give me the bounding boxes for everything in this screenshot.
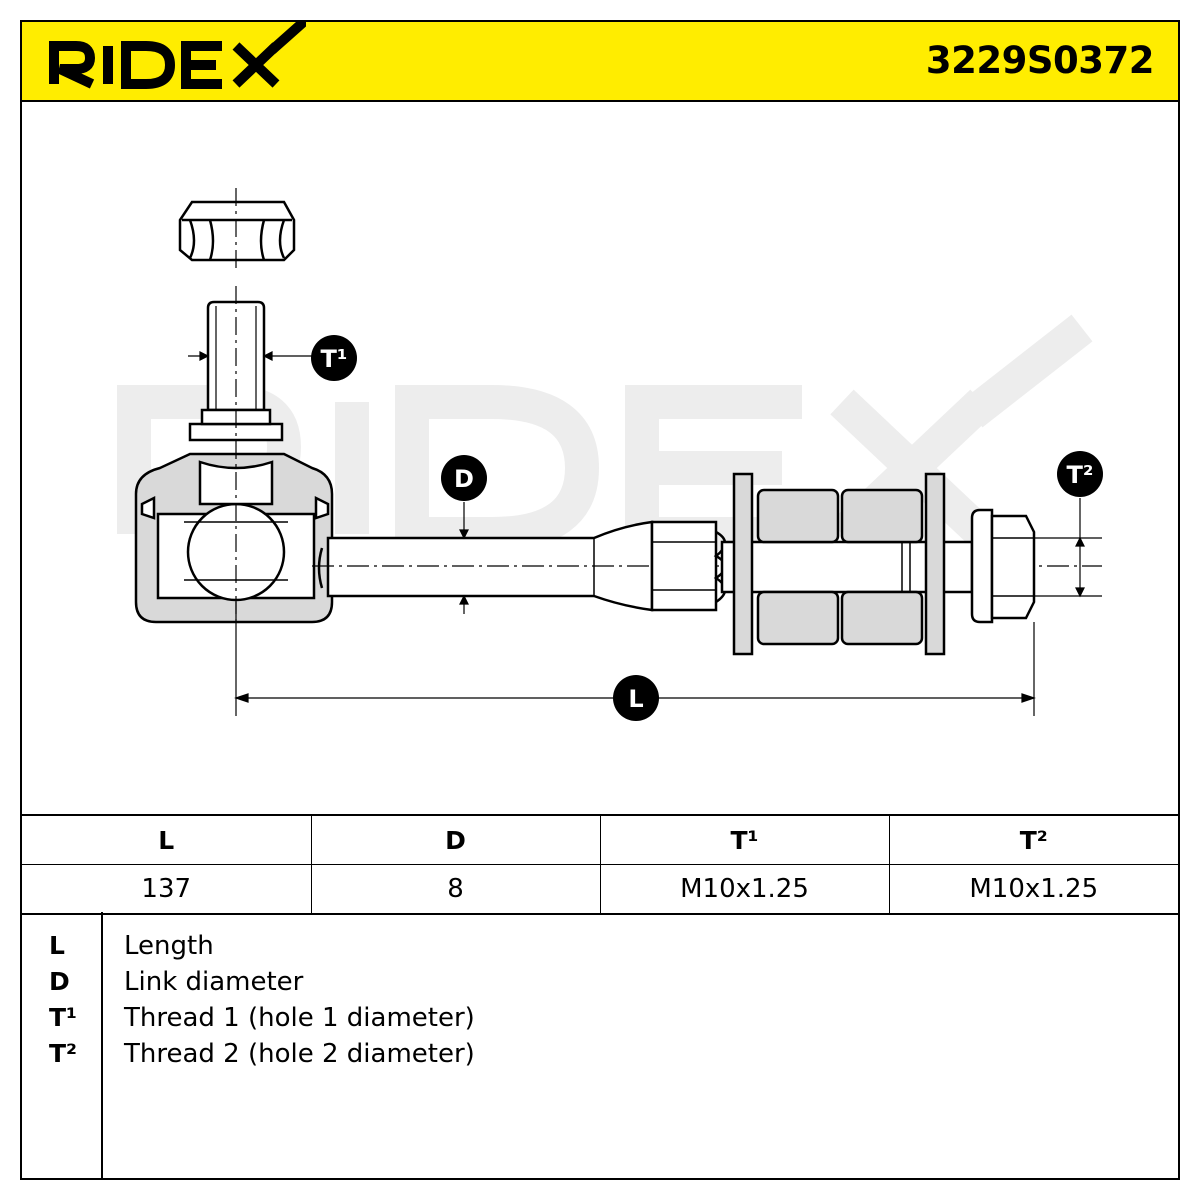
callout-d-label: D [454, 465, 474, 493]
callout-t1: T¹ [311, 335, 357, 381]
specs-value-cell: 8 [310, 864, 601, 915]
specs-value-row: 137 8 M10x1.25 M10x1.25 [22, 864, 1178, 915]
specs-header-cell: L [22, 814, 312, 865]
legend: L Length D Link diameter T¹ Thread 1 (ho… [22, 912, 1178, 1178]
legend-symbol: T² [49, 1039, 78, 1068]
specs-value-cell: 137 [22, 864, 312, 915]
specs-value-cell: M10x1.25 [599, 864, 890, 915]
rod-hex [650, 520, 727, 612]
document-frame: 3229S0372 [20, 20, 1180, 1180]
ridex-logo [49, 22, 306, 89]
ball-joint-housing [134, 452, 334, 624]
part-number: 3229S0372 [925, 39, 1155, 82]
callout-l-label: L [628, 685, 643, 713]
specs-header-cell: D [310, 814, 601, 865]
callout-l: L [613, 675, 659, 721]
bushings [732, 472, 946, 656]
specs-value-cell: M10x1.25 [888, 864, 1178, 915]
callout-d: D [441, 455, 487, 501]
legend-symbol: D [49, 967, 70, 996]
legend-description: Thread 2 (hole 2 diameter) [124, 1039, 475, 1069]
legend-description: Link diameter [124, 967, 304, 997]
callout-t2: T² [1057, 451, 1103, 497]
technical-drawing: T¹ D T² L [117, 188, 1103, 721]
specs-table: L D T¹ T² 137 8 M10x1.25 M10x1.25 [22, 814, 1178, 915]
legend-description: Thread 1 (hole 1 diameter) [124, 1003, 475, 1033]
specs-header-cell: T¹ [599, 814, 890, 865]
callout-t2-label: T² [1067, 461, 1094, 489]
legend-divider [101, 912, 103, 1178]
specs-header-cell: T² [888, 814, 1178, 865]
specs-header-row: L D T¹ T² [22, 814, 1178, 865]
legend-symbol: L [49, 931, 65, 960]
legend-description: Length [124, 931, 214, 961]
legend-symbol: T¹ [49, 1003, 78, 1032]
header-bar: 3229S0372 [22, 22, 1178, 102]
flange-nut [970, 508, 1036, 624]
callout-t1-label: T¹ [321, 345, 348, 373]
top-nut [178, 200, 296, 262]
